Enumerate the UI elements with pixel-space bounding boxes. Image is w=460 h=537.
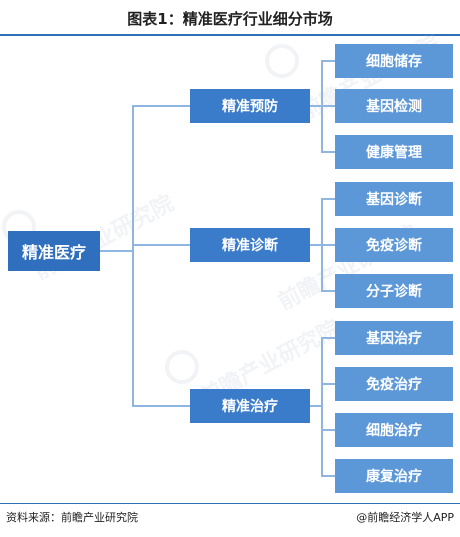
branch-node-prevention: 精准预防 bbox=[190, 89, 310, 123]
leaf-node: 基因诊断 bbox=[335, 182, 453, 216]
leaf-node: 康复治疗 bbox=[335, 459, 453, 493]
leaf-node: 免疫诊断 bbox=[335, 228, 453, 262]
connector-line bbox=[321, 60, 335, 62]
connector-line bbox=[321, 290, 335, 292]
leaf-node: 免疫治疗 bbox=[335, 367, 453, 401]
connector-line bbox=[310, 244, 322, 246]
connector-line bbox=[310, 405, 322, 407]
connector-line bbox=[321, 429, 335, 431]
source-note: 资料来源：前瞻产业研究院 bbox=[6, 511, 138, 524]
connector-line bbox=[321, 105, 335, 107]
credit-note: @前瞻经济学人APP bbox=[356, 511, 454, 524]
root-node: 精准医疗 bbox=[8, 231, 100, 271]
leaf-node: 基因治疗 bbox=[335, 321, 453, 355]
footer-divider bbox=[0, 503, 460, 504]
connector-line bbox=[321, 475, 335, 477]
connector-line bbox=[100, 250, 133, 252]
connector-line bbox=[321, 244, 335, 246]
connector-line bbox=[321, 383, 335, 385]
watermark-logo-icon bbox=[165, 350, 199, 384]
leaf-node: 基因检测 bbox=[335, 89, 453, 123]
figure-title: 图表1：精准医疗行业细分市场 bbox=[127, 10, 333, 28]
watermark-logo-icon bbox=[265, 44, 299, 78]
connector-line bbox=[321, 198, 335, 200]
leaf-node: 细胞储存 bbox=[335, 44, 453, 78]
title-divider bbox=[0, 34, 460, 36]
branch-node-treatment: 精准治疗 bbox=[190, 389, 310, 423]
connector-line bbox=[132, 244, 190, 246]
connector-line bbox=[321, 337, 335, 339]
connector-line bbox=[132, 405, 190, 407]
connector-line bbox=[321, 151, 335, 153]
connector-line bbox=[310, 105, 322, 107]
connector-line bbox=[132, 105, 134, 407]
leaf-node: 细胞治疗 bbox=[335, 413, 453, 447]
leaf-node: 健康管理 bbox=[335, 135, 453, 169]
leaf-node: 分子诊断 bbox=[335, 274, 453, 308]
connector-line bbox=[132, 105, 190, 107]
connector-line bbox=[321, 337, 323, 477]
branch-node-diagnosis: 精准诊断 bbox=[190, 228, 310, 262]
